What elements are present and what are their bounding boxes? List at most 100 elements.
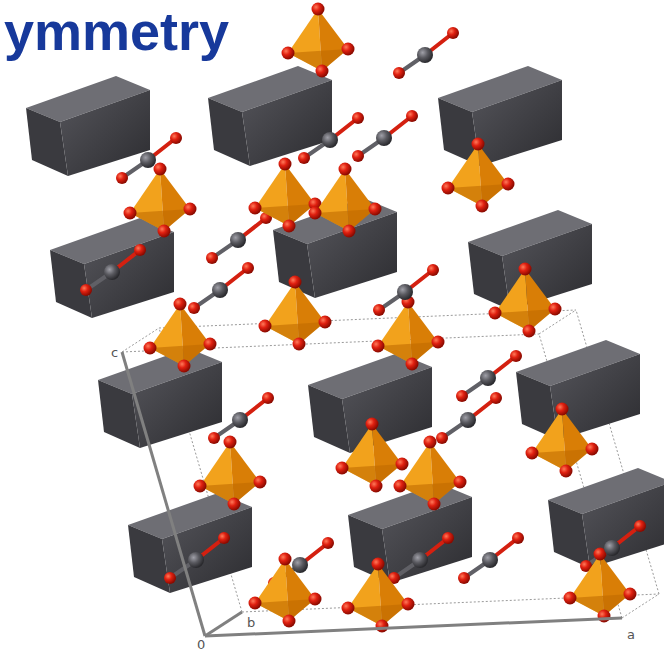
oxygen-atom [174,298,187,311]
oxygen-atom [218,532,230,544]
metal-atom [376,130,392,146]
metal-atom [322,132,338,148]
tetrahedra-layer [124,3,637,633]
axis-label: c [110,346,119,359]
oxygen-atom [427,264,439,276]
oxygen-atom [309,207,322,220]
oxygen-atom [184,203,197,216]
orange-tetrahedron [442,138,515,213]
oxygen-atom [432,336,445,349]
oxygen-atom [283,220,296,233]
metal-atom [232,412,248,428]
oxygen-atom [319,316,332,329]
oxygen-atom [634,520,646,532]
gray-polyhedron [516,340,640,440]
orange-tetrahedron [259,276,332,351]
oxygen-atom [116,172,128,184]
oxygen-atom [373,304,385,316]
gray-polyhedron [98,348,222,448]
polyhedron-side [60,90,150,176]
oxygen-atom [489,307,502,320]
oxygen-atom [624,588,637,601]
oxygen-atom [490,392,502,404]
oxygen-atom [336,462,349,475]
oxygen-atom [293,338,306,351]
axes [122,352,622,636]
polyhedron-side [382,497,472,583]
polyhedron-front [273,230,315,298]
polyhedron-side [472,80,562,166]
oxygen-atom [249,597,262,610]
oxygen-atom [279,553,292,566]
oxygen-atom [188,302,200,314]
oxygen-atom [298,152,310,164]
oxygen-atom [510,350,522,362]
oxygen-atom [442,182,455,195]
orange-tetrahedron [309,163,382,238]
oxygen-atom [366,418,379,431]
oxygen-atom [322,537,334,549]
gray-polyhedron [128,493,252,593]
oxygen-atom [242,262,254,274]
oxygen-atom [564,592,577,605]
slide-title: ymmetry [4,4,229,58]
oxygen-atom [158,225,171,238]
oxygen-atom [279,158,292,171]
oxygen-atom [352,112,364,124]
oxygen-atom [456,390,468,402]
orange-tetrahedron [249,158,322,233]
oxygen-atom [598,610,611,623]
metal-atom [230,232,246,248]
oxygen-atom [586,443,599,456]
polyhedron-front [128,525,170,593]
oxygen-atom [512,532,524,544]
orange-tetrahedron [336,418,409,493]
oxygen-atom [194,480,207,493]
oxygen-atom [342,602,355,615]
orange-tetrahedron [282,3,355,78]
oxygen-atom [309,593,322,606]
metal-atom [412,552,428,568]
metal-atom [604,540,620,556]
axis-label: b [246,616,256,629]
oxygen-atom [312,3,325,16]
metal-atom [482,552,498,568]
orange-tetrahedron [526,403,599,478]
oxygen-atom [204,338,217,351]
oxygen-atom [406,358,419,371]
orange-tetrahedron [124,163,197,238]
orange-tetrahedron [489,263,562,338]
oxygen-atom [458,572,470,584]
oxygen-atom [283,615,296,628]
oxygen-atom [154,163,167,176]
gray-polyhedron [548,468,664,568]
oxygen-atom [164,572,176,584]
polyhedron-front [548,500,590,568]
oxygen-atom [402,598,415,611]
gray-polyhedron [208,66,332,166]
oxygen-atom [523,325,536,338]
polyhedron-front [50,250,92,318]
oxygen-atom [502,178,515,191]
oxygen-atom [376,620,389,633]
oxygen-atom [339,163,352,176]
metal-atom [212,282,228,298]
oxygen-atom [206,252,218,264]
orange-tetrahedron [144,298,217,373]
oxygen-atom [424,436,437,449]
gray-polyhedron [438,66,562,166]
oxygen-atom [259,320,272,333]
oxygen-atom [406,110,418,122]
oxygen-atom [282,47,295,60]
orange-tetrahedron [372,296,445,371]
oxygen-atom [393,67,405,79]
oxygen-atom [370,480,383,493]
oxygen-atom [442,532,454,544]
metal-atom [104,264,120,280]
oxygen-atom [372,558,385,571]
metal-atom [292,557,308,573]
bond-layer [80,27,646,589]
oxygen-atom [208,432,220,444]
oxygen-atom [560,465,573,478]
gray-polyhedron [348,483,472,583]
